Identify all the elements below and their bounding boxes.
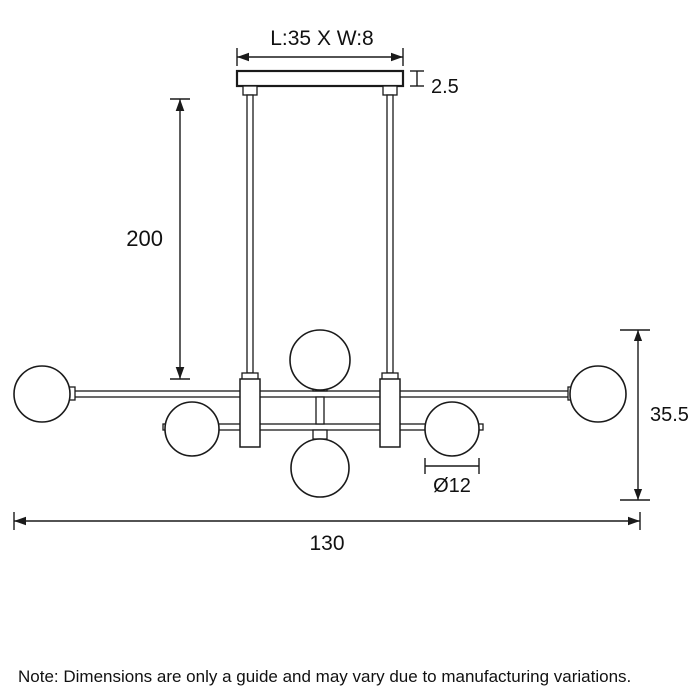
fixture-height-arrow-top — [633, 330, 643, 341]
ceiling-canopy — [235, 69, 405, 88]
note-text: Note: Dimensions are only a guide and ma… — [18, 667, 631, 686]
suspension-rods — [241, 85, 399, 382]
globe-left-end — [13, 365, 71, 423]
drop-height-arrow-top — [175, 99, 185, 111]
canopy-thickness-label: 2.5 — [431, 76, 459, 98]
center-stem-middle — [315, 396, 325, 425]
left-rod-top-connector — [242, 85, 258, 96]
right-rod-top-connector — [382, 85, 398, 96]
canopy-thickness-dimension: 2.5 — [410, 70, 459, 98]
drop-height-arrow-bottom — [175, 367, 185, 379]
fixture-height-dimension: 35.5 — [620, 329, 689, 501]
canopy-size-arrow-right — [391, 52, 403, 62]
overall-width-arrow-right — [628, 516, 640, 526]
canopy-size-label: L:35 X W:8 — [270, 27, 374, 50]
globe-right-end — [569, 365, 627, 423]
right-hanger-bracket — [379, 378, 401, 448]
left-hanger-bracket — [239, 378, 261, 448]
glass-globes — [13, 329, 627, 498]
globe-bottom-left — [164, 401, 220, 457]
right-rod — [386, 94, 394, 374]
fixture-height-label: 35.5 — [650, 404, 689, 426]
canopy-size-dimension: L:35 X W:8 — [236, 27, 404, 66]
overall-width-arrow-left — [14, 516, 26, 526]
globe-diameter-label: Ø12 — [433, 475, 471, 497]
drop-height-dimension: 200 — [126, 98, 190, 380]
fixture-height-arrow-bottom — [633, 489, 643, 500]
drop-height-label: 200 — [126, 226, 163, 251]
center-stem-lower — [312, 429, 328, 440]
globe-bottom-center — [290, 438, 350, 498]
globe-top-center — [289, 329, 351, 391]
globe-diameter-dimension: Ø12 — [424, 458, 480, 497]
left-rod — [246, 94, 254, 374]
globe-bottom-right — [424, 401, 480, 457]
overall-width-dimension: 130 — [13, 512, 641, 555]
overall-width-label: 130 — [309, 532, 344, 555]
canopy-size-arrow-left — [237, 52, 249, 62]
top-rail — [67, 390, 576, 398]
